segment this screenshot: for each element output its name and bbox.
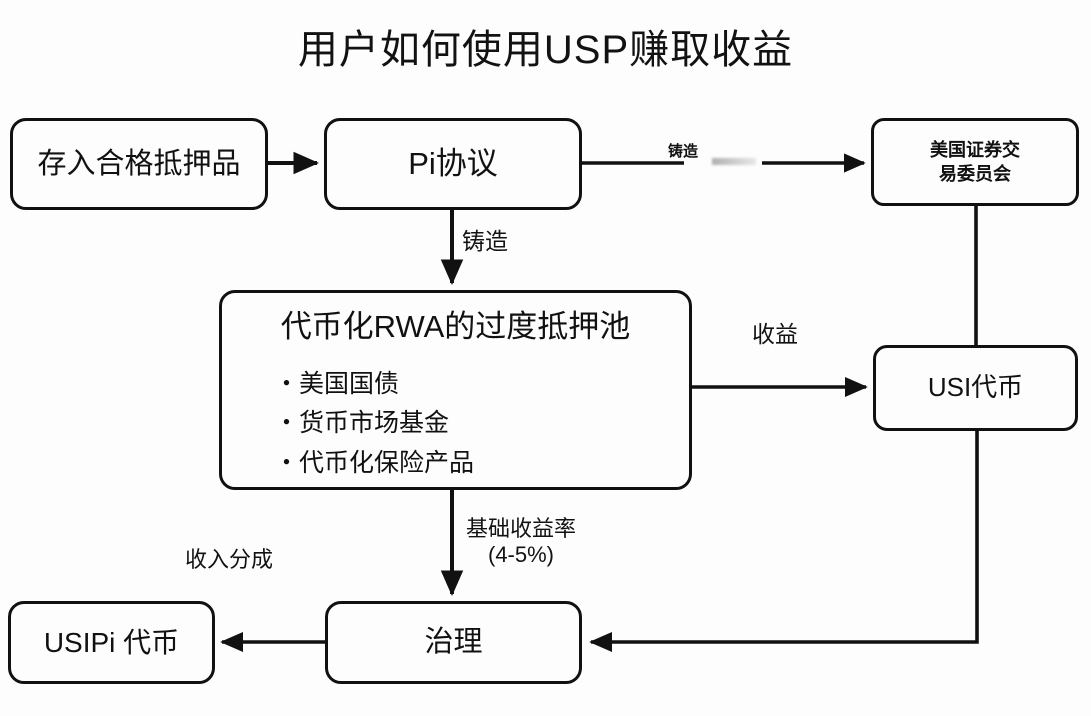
node-rwa-collateral-pool[interactable]: 代币化RWA的过度抵押池 ・美国国债 ・货币市场基金 ・代币化保险产品 — [219, 290, 692, 490]
node-sec[interactable]: 美国证券交 易委员会 — [871, 118, 1079, 206]
node-deposit-collateral[interactable]: 存入合格抵押品 — [10, 118, 268, 210]
node-governance[interactable]: 治理 — [325, 601, 582, 684]
node-deposit-label: 存入合格抵押品 — [37, 147, 241, 180]
node-pi-protocol-label: Pi协议 — [408, 145, 498, 181]
edge-label-revenue-share: 收入分成 — [185, 547, 274, 572]
node-pool-label: 代币化RWA的过度抵押池 — [280, 309, 631, 344]
edge-label-yield: 收益 — [752, 321, 798, 347]
edge-label-mint-to-pool: 铸造 — [462, 228, 508, 254]
list-item: ・美国国债 — [274, 369, 400, 398]
node-pi-protocol[interactable]: Pi协议 — [324, 118, 582, 210]
node-usi-token[interactable]: USI代币 — [873, 345, 1078, 431]
node-sec-label: 美国证券交 易委员会 — [930, 139, 1020, 184]
page-title: 用户如何使用USP赚取收益 — [297, 28, 794, 72]
list-item: ・货币市场基金 — [274, 409, 450, 438]
node-usipi-token[interactable]: USIPi 代币 — [8, 601, 215, 684]
node-governance-label: 治理 — [424, 626, 483, 659]
edge-label-base-rate: 基础收益率 (4-5%) — [466, 516, 577, 567]
edge-label-mint-to-sec: 铸造 — [668, 143, 699, 160]
smudge-artifact — [712, 158, 756, 165]
node-usi-token-label: USI代币 — [927, 372, 1024, 403]
list-item: ・代币化保险产品 — [274, 448, 475, 477]
node-pool-bullet-list: ・美国国债 ・货币市场基金 ・代币化保险产品 — [222, 365, 474, 484]
node-usipi-token-label: USIPi 代币 — [43, 626, 180, 658]
